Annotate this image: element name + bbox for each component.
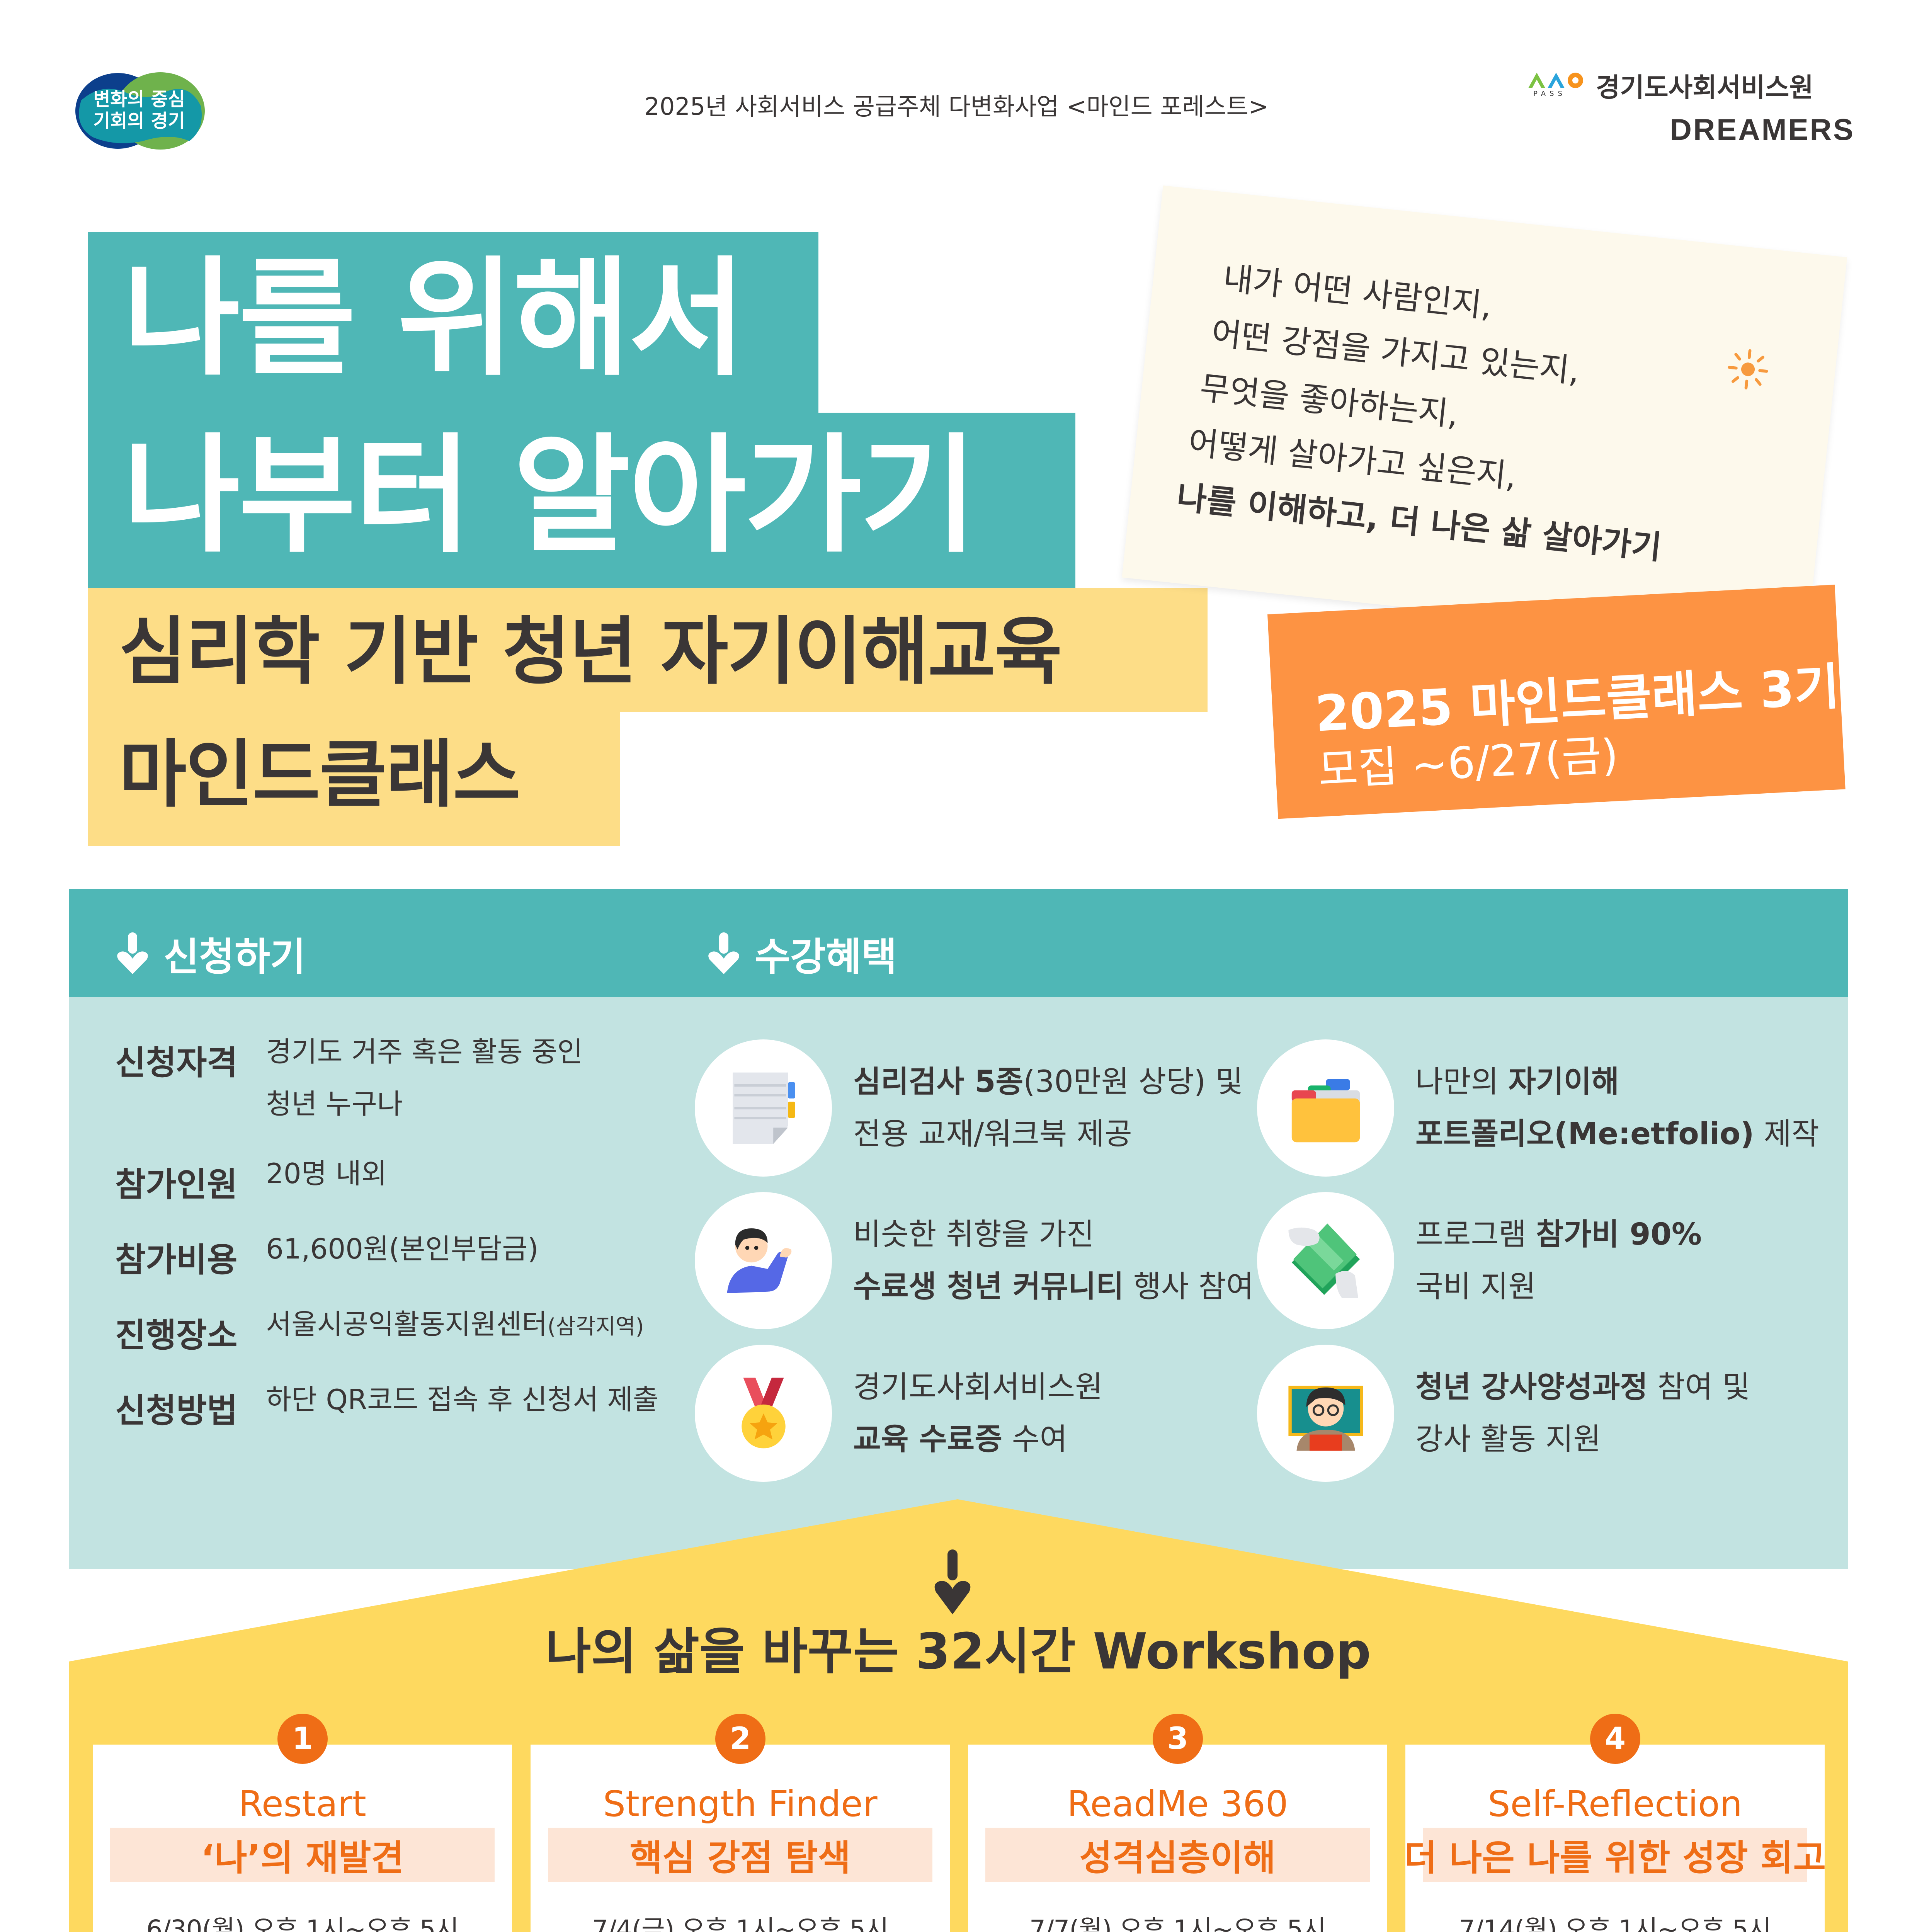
benefit-item: 경기도사회서비스원 교육 수료증 수여 <box>695 1345 1103 1482</box>
info-section-body: 신청자격 경기도 거주 혹은 활동 중인 청년 누구나 참가인원 20명 내외 … <box>69 997 1848 1569</box>
slogan-line1: 변화의 중심 <box>93 88 185 110</box>
benefit-item: 심리검사 5종(30만원 상당) 및 전용 교재/워크북 제공 <box>695 1039 1243 1177</box>
slogan-line2: 기회의 경기 <box>93 110 185 132</box>
apply-row-capacity: 참가인원 20명 내외 <box>115 1157 387 1204</box>
session-date: 7/7(월) 오후 1시~오후 5시 <box>1029 1915 1326 1932</box>
session-ko-title: 더 나은 나를 위한 성장 회고 <box>1404 1837 1826 1879</box>
apply-info-list: 신청자격 경기도 거주 혹은 활동 중인 청년 누구나 참가인원 20명 내외 … <box>115 1036 658 1459</box>
session-date: 7/4(금) 오후 1시~오후 5시 <box>592 1915 889 1932</box>
teacher-icon <box>1288 1386 1363 1451</box>
hero-line1: 나를 위해서 <box>123 245 746 393</box>
subtitle-line1: 심리학 기반 청년 자기이해교육 <box>119 609 1062 694</box>
slogan-blob-icon <box>75 72 205 150</box>
project-title: 2025년 사회서비스 공급주체 다변화사업 <마인드 포레스트> <box>644 92 1269 121</box>
session-number: 4 <box>1590 1714 1640 1764</box>
benefit-item: 프로그램 참가비 90% 국비 지원 <box>1257 1192 1702 1329</box>
hero-line2: 나부터 알아가기 <box>123 422 978 570</box>
apply-row-fee: 참가비용 61,600원(본인부담금) <box>115 1233 539 1279</box>
recruitment-banner: 2025 마인드클래스 3기 모집 ~6/27(금) <box>1267 585 1846 819</box>
folder-icon <box>1291 1078 1360 1142</box>
money-hands-icon <box>1288 1223 1360 1298</box>
benefit-item: 나만의 자기이해 포트폴리오(Me:etfolio) 제작 <box>1257 1039 1819 1177</box>
session-card-4: 4 Self-Reflection 더 나은 나를 위한 성장 회고 7/14(… <box>1404 1714 1826 1932</box>
apply-heading: 신청하기 <box>115 925 306 981</box>
session-ko-title: 핵심 강점 탐색 <box>629 1837 851 1879</box>
pass-mark-icon: PASS <box>1526 70 1588 100</box>
subtitle-block-2: 마인드클래스 <box>88 711 620 846</box>
session-number: 3 <box>1153 1714 1203 1764</box>
session-number: 2 <box>715 1714 765 1764</box>
session-card-2: 2 Strength Finder 핵심 강점 탐색 7/4(금) 오후 1시~… <box>531 1714 950 1932</box>
apply-row-eligibility: 신청자격 경기도 거주 혹은 활동 중인 청년 누구나 <box>115 1036 583 1120</box>
workshop-title: 나의 삶을 바꾸는 32시간 Workshop <box>546 1623 1371 1680</box>
session-card-1: 1 Restart ‘나’의 재발견 6/30(월) 오후 1시~오후 5시 <box>93 1714 512 1932</box>
session-ko-title: ‘나’의 재발견 <box>201 1837 404 1879</box>
quote-note-card: 내가 어떤 사람인지, 어떤 강점을 가지고 있는지, 무엇을 좋아하는지, 어… <box>1122 185 1847 650</box>
session-en-title: Strength Finder <box>603 1783 878 1825</box>
apply-row-venue: 진행장소 서울시공익활동지원센터(삼각지역) <box>115 1308 644 1355</box>
subtitle-line2: 마인드클래스 <box>119 732 520 817</box>
gyeonggi-social-service-logo: PASS 경기도사회서비스원 <box>1526 70 1874 103</box>
session-card-3: 3 ReadMe 360 성격심층이해 7/7(월) 오후 1시~오후 5시 <box>968 1714 1387 1932</box>
dreamers-brand: DREAMERS <box>1670 112 1855 146</box>
apply-row-method: 신청방법 하단 QR코드 접속 후 신청서 제출 <box>115 1383 659 1430</box>
benefit-item: 비슷한 취향을 가진 수료생 청년 커뮤니티 행사 참여 <box>695 1192 1254 1329</box>
hero-title-block-2: 나부터 알아가기 <box>88 413 1075 588</box>
session-date: 6/30(월) 오후 1시~오후 5시 <box>146 1915 459 1932</box>
session-en-title: Restart <box>238 1783 366 1825</box>
org-name: 경기도사회서비스원 <box>1596 72 1814 103</box>
benefit-item: 청년 강사양성과정 참여 및 강사 활동 지원 <box>1257 1345 1750 1482</box>
workshop-background <box>69 1499 1848 1932</box>
session-en-title: ReadMe 360 <box>1067 1783 1288 1825</box>
sun-icon <box>1728 349 1768 389</box>
session-en-title: Self-Reflection <box>1488 1783 1742 1825</box>
session-number: 1 <box>277 1714 328 1764</box>
subtitle-block-1: 심리학 기반 청년 자기이해교육 <box>88 588 1208 712</box>
heart-arrow-icon <box>708 932 739 974</box>
heart-arrow-icon <box>934 1549 971 1614</box>
session-ko-title: 성격심층이해 <box>1079 1837 1276 1879</box>
gyeonggi-slogan-logo: 변화의 중심 기회의 경기 <box>66 68 213 153</box>
benefits-heading: 수강혜택 <box>706 925 897 981</box>
info-section-header: 신청하기 수강혜택 <box>69 889 1848 997</box>
heart-arrow-icon <box>117 932 148 974</box>
document-icon <box>732 1072 795 1144</box>
medal-icon <box>741 1378 786 1448</box>
session-date: 7/14(월) 오후 1시~오후 5시 <box>1459 1915 1772 1932</box>
hero-title-block-1: 나를 위해서 <box>88 232 818 413</box>
person-waving-icon <box>727 1228 791 1293</box>
